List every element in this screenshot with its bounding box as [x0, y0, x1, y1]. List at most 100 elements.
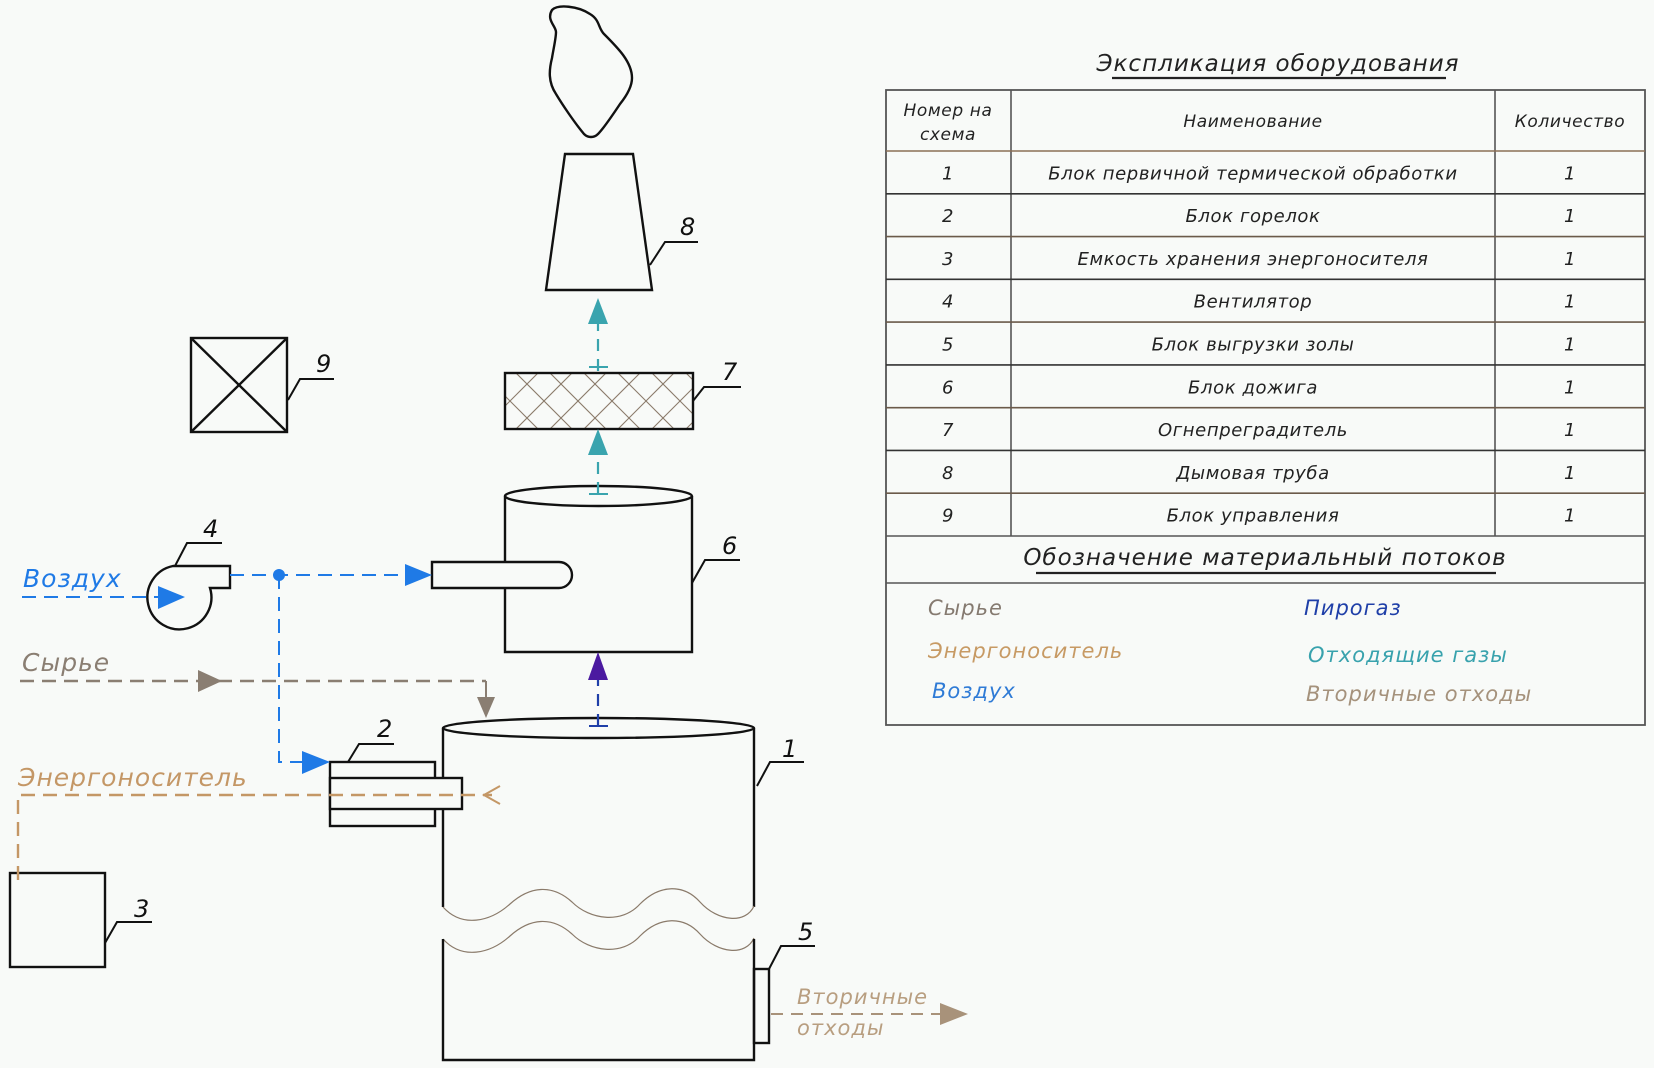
chimney-body	[544, 152, 654, 292]
break-line-top	[442, 888, 755, 921]
row-name: Блок управления	[1167, 506, 1340, 527]
fan-4	[146, 564, 232, 631]
air-arrow-afterburner	[405, 564, 432, 586]
control-unit-box	[189, 336, 289, 434]
row-name: Блок первичной термической обработки	[1048, 163, 1457, 184]
row-number: 3	[942, 249, 954, 270]
material-flows	[16, 298, 968, 1025]
legend-item: Вторичные отходы	[1306, 682, 1532, 706]
header-name: Наименование	[1183, 112, 1322, 132]
row-number: 6	[942, 377, 954, 398]
label-4: 4	[203, 515, 218, 543]
header-number-line1: Номер на	[904, 101, 993, 121]
table-row: 5 Блок выгрузки золы 1	[886, 321, 1645, 356]
row-name: Блок выгрузки золы	[1152, 335, 1355, 356]
label-3: 3	[134, 895, 149, 923]
exhaust-arrow-2	[588, 298, 608, 324]
air-arrow-in	[158, 586, 185, 609]
table-row: 6 Блок дожига 1	[886, 364, 1645, 398]
row-name: Блок горелок	[1185, 206, 1320, 227]
row-number: 5	[942, 335, 954, 356]
row-qty: 1	[1564, 377, 1576, 398]
row-qty: 1	[1564, 206, 1576, 227]
label-6: 6	[722, 532, 737, 560]
flame-arrester-body	[503, 371, 695, 431]
afterburner-6	[430, 484, 694, 654]
row-number: 7	[942, 420, 954, 441]
legend-item: Энергоноситель	[927, 639, 1123, 663]
energy-arrow	[481, 785, 501, 805]
exhaust-arrow-1	[588, 429, 608, 455]
waste-arrow	[940, 1003, 968, 1025]
row-number: 4	[942, 292, 954, 313]
legend-title: Обозначение материальный потоков	[1023, 545, 1506, 571]
row-name: Емкость хранения энергоносителя	[1077, 249, 1428, 270]
label-7: 7	[722, 358, 738, 386]
raw-arrow	[198, 670, 222, 692]
smoke-icon	[548, 5, 634, 139]
chimney-8	[544, 5, 654, 292]
label-9: 9	[316, 350, 331, 378]
flame-arrester-7	[503, 371, 695, 431]
control-unit-9	[189, 336, 289, 434]
row-number: 9	[942, 506, 954, 527]
primary-unit-1	[441, 716, 756, 1062]
table-row: 2 Блок горелок 1	[886, 192, 1645, 227]
row-qty: 1	[1564, 163, 1576, 184]
energy-line	[16, 793, 492, 880]
burner-tube	[328, 776, 464, 811]
pyrogas-arrow	[588, 652, 608, 680]
row-qty: 1	[1564, 420, 1576, 441]
label-8: 8	[680, 213, 695, 241]
legend-item: Пирогаз	[1304, 596, 1402, 620]
raw-arrow-down	[477, 697, 495, 718]
afterburner-nozzle	[430, 560, 574, 590]
air-line-branch	[278, 575, 310, 763]
leaders	[104, 241, 815, 970]
flow-label-air: Воздух	[23, 564, 122, 593]
row-number: 1	[942, 163, 954, 184]
equipment-table: Экспликация оборудования Номер на схема …	[885, 51, 1646, 726]
air-arrow-burner	[302, 751, 330, 774]
flow-label-raw: Сырье	[22, 648, 110, 677]
energy-tank-3	[8, 871, 107, 969]
row-qty: 1	[1564, 463, 1576, 484]
break-line-bottom	[442, 920, 755, 953]
table-row: 8 Дымовая труба 1	[886, 449, 1645, 484]
label-1: 1	[782, 735, 797, 763]
ash-discharge-5	[752, 967, 771, 1045]
hatch-pattern	[505, 373, 693, 429]
label-5: 5	[798, 918, 813, 946]
table-row: 9 Блок управления 1	[886, 492, 1645, 527]
table-row: 7 Огнепреградитель 1	[886, 406, 1645, 441]
legend-item: Сырье	[928, 596, 1003, 620]
legend-item: Воздух	[932, 679, 1016, 703]
flow-label-waste-2: отходы	[797, 1016, 884, 1040]
header-number-line2: схема	[920, 125, 976, 145]
row-name: Огнепреградитель	[1158, 420, 1348, 441]
row-number: 2	[942, 206, 954, 227]
equipment-numbers: 1 2 3 4 5 6 7 8 9	[134, 213, 813, 946]
flow-label-energy: Энергоноситель	[17, 763, 248, 792]
table-row: 1 Блок первичной термической обработки 1	[942, 163, 1576, 184]
legend-item: Отходящие газы	[1308, 643, 1508, 667]
row-qty: 1	[1564, 335, 1576, 356]
row-name: Дымовая труба	[1175, 463, 1330, 484]
table-row: 4 Вентилятор 1	[886, 278, 1645, 313]
row-name: Вентилятор	[1194, 292, 1313, 313]
header-qty: Количество	[1515, 112, 1626, 132]
label-2: 2	[377, 715, 392, 743]
row-qty: 1	[1564, 292, 1576, 313]
table-title: Экспликация оборудования	[1095, 51, 1459, 77]
flow-label-waste-1: Вторичные	[797, 985, 928, 1009]
row-name: Блок дожига	[1188, 377, 1318, 398]
row-qty: 1	[1564, 506, 1576, 527]
row-qty: 1	[1564, 249, 1576, 270]
fan-body	[146, 564, 232, 631]
table-row: 3 Емкость хранения энергоносителя 1	[886, 235, 1645, 270]
burner-block-2	[328, 760, 464, 828]
row-number: 8	[942, 463, 954, 484]
